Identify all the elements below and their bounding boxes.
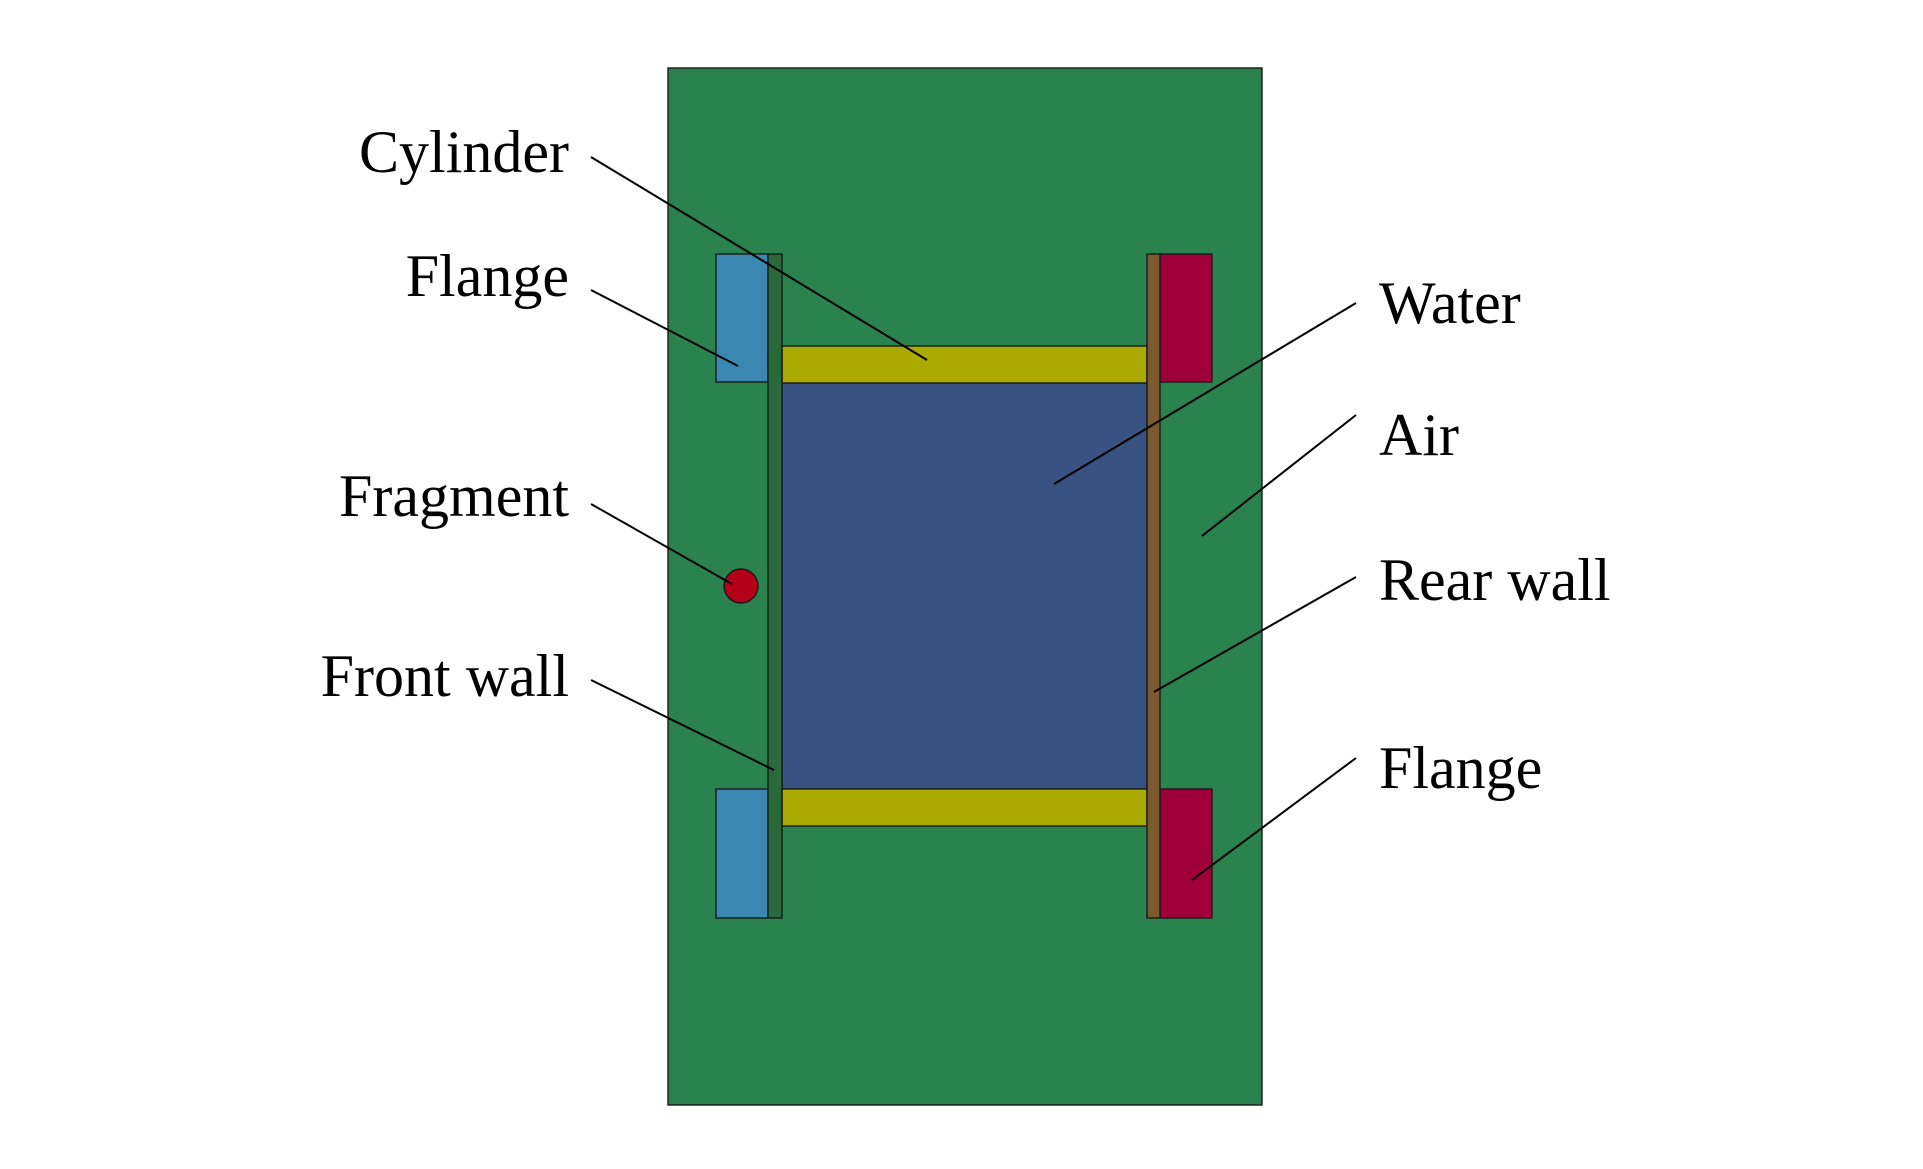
leader-water bbox=[1053, 302, 1357, 485]
flange-right-top bbox=[1159, 253, 1213, 383]
leader-fragment bbox=[590, 503, 733, 585]
label-front-wall: Front wall bbox=[321, 643, 569, 709]
fragment-circle bbox=[723, 568, 759, 604]
front-wall bbox=[767, 253, 783, 919]
cylinder-top-shell bbox=[781, 345, 1148, 384]
leader-flange-right bbox=[1191, 757, 1357, 881]
label-flange-left: Flange bbox=[406, 243, 569, 309]
label-fragment: Fragment bbox=[339, 463, 569, 529]
leader-flange-left bbox=[590, 289, 739, 367]
label-cylinder: Cylinder bbox=[359, 119, 569, 185]
label-water: Water bbox=[1379, 270, 1521, 336]
leader-cylinder bbox=[590, 156, 928, 361]
cylinder-bottom-shell bbox=[781, 788, 1148, 827]
leader-front-wall bbox=[590, 679, 775, 771]
flange-left-top bbox=[715, 253, 769, 383]
flange-left-bottom bbox=[715, 788, 769, 919]
leader-rear-wall bbox=[1153, 576, 1357, 693]
label-rear-wall: Rear wall bbox=[1379, 547, 1611, 613]
water-region bbox=[781, 382, 1148, 790]
label-air: Air bbox=[1379, 402, 1459, 468]
flange-right-bottom bbox=[1159, 788, 1213, 919]
leader-air bbox=[1201, 414, 1357, 537]
label-flange-right: Flange bbox=[1379, 735, 1542, 801]
rear-wall bbox=[1146, 253, 1161, 919]
